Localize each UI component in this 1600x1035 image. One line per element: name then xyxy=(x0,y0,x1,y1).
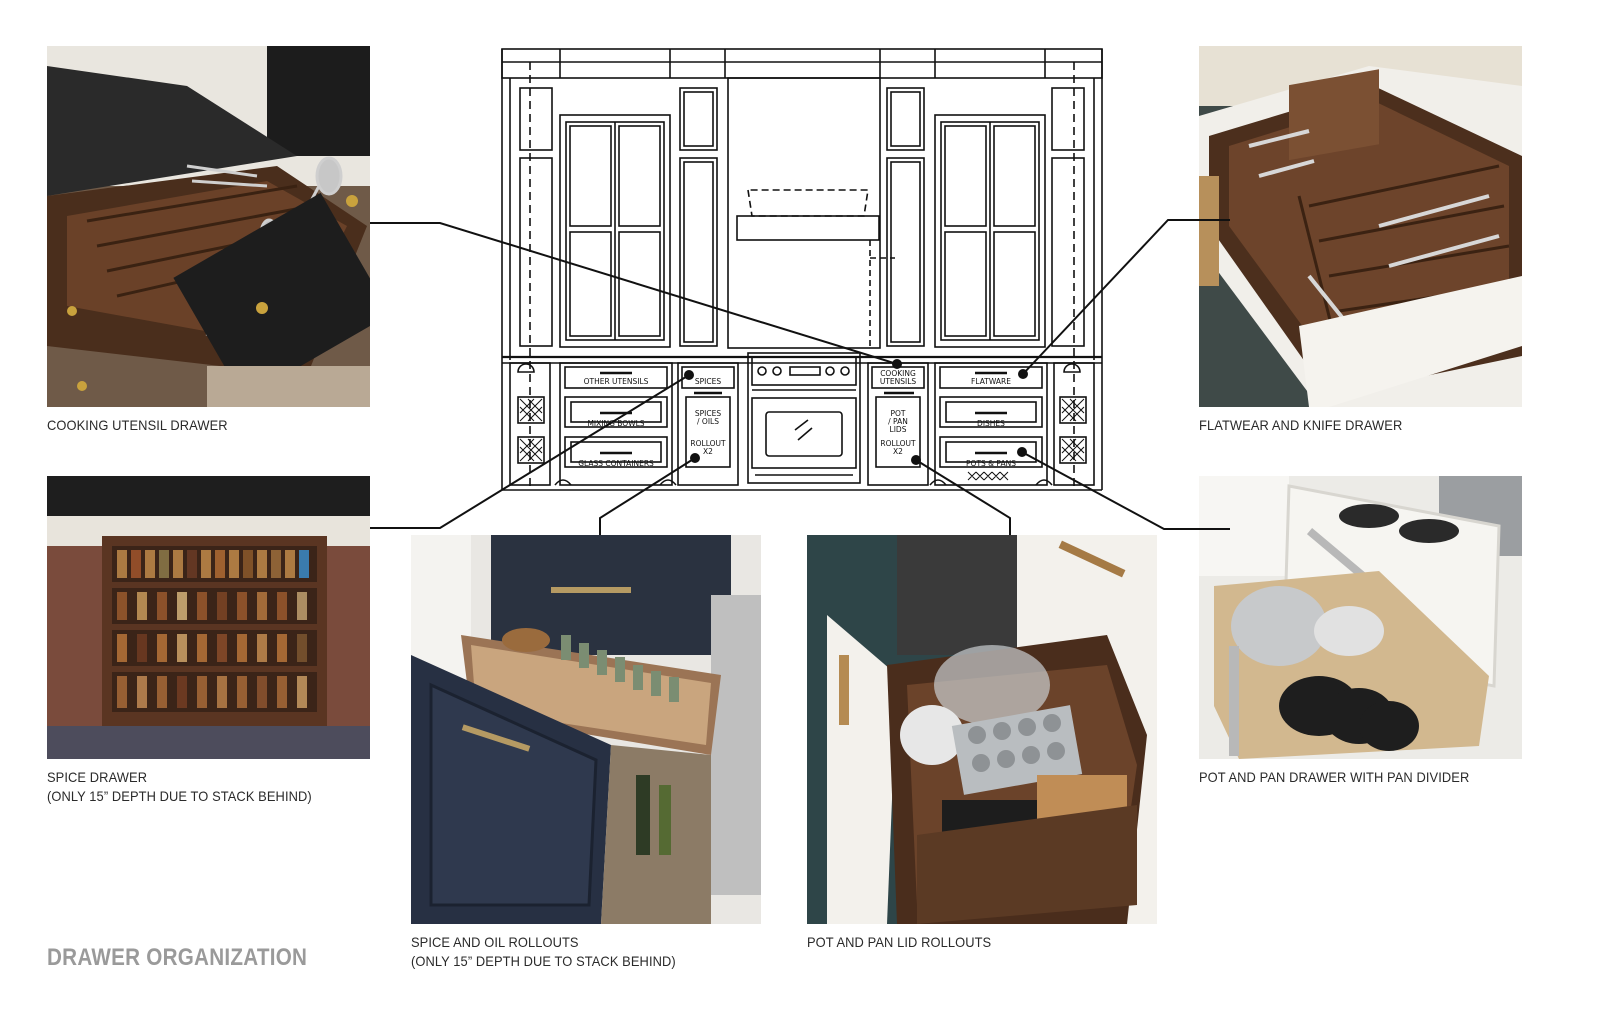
label-cooking-utensils-2: UTENSILS xyxy=(880,377,917,386)
label-pots-pans: POTS & PANS xyxy=(966,459,1016,468)
flatware-drawer-photo xyxy=(1199,46,1522,407)
label-rollout-right: ROLLOUT xyxy=(880,439,916,448)
caption-line: COOKING UTENSIL DRAWER xyxy=(47,417,228,433)
label-rollout-right-qty: X2 xyxy=(893,447,903,456)
pot-pan-drawer-photo xyxy=(1199,476,1522,759)
label-cooking-utensils-1: COOKING xyxy=(880,369,916,378)
lid-rollout-caption: POT AND PAN LID ROLLOUTS xyxy=(807,933,991,952)
label-rollout-left-qty: X2 xyxy=(703,447,713,456)
spice-drawer-caption: SPICE DRAWER (ONLY 15” DEPTH DUE TO STAC… xyxy=(47,768,312,806)
page-title: DRAWER ORGANIZATION xyxy=(47,944,308,971)
flatware-caption: FLATWEAR AND KNIFE DRAWER xyxy=(1199,416,1402,435)
label-mixing-bowls: MIXING BOWLS xyxy=(587,419,644,428)
label-spices-oils-2: / OILS xyxy=(697,417,719,426)
label-spices-oils-1: SPICES xyxy=(695,409,721,418)
cooking-utensil-caption: COOKING UTENSIL DRAWER xyxy=(47,416,228,435)
spice-oil-rollout-photo xyxy=(411,535,761,924)
label-flatware: FLATWARE xyxy=(971,377,1011,386)
label-pot-2: / PAN xyxy=(888,417,908,426)
label-rollout-left: ROLLOUT xyxy=(690,439,726,448)
caption-line: SPICE DRAWER xyxy=(47,769,148,785)
caption-line: SPICE AND OIL ROLLOUTS xyxy=(411,934,579,950)
label-dishes: DISHES xyxy=(977,419,1005,428)
label-other-utensils: OTHER UTENSILS xyxy=(584,377,649,386)
caption-line: (ONLY 15” DEPTH DUE TO STACK BEHIND) xyxy=(411,953,676,969)
caption-line: POT AND PAN LID ROLLOUTS xyxy=(807,934,992,950)
label-pot-1: POT xyxy=(890,409,905,418)
caption-line: FLATWEAR AND KNIFE DRAWER xyxy=(1199,417,1403,433)
cooking-utensil-drawer-photo xyxy=(47,46,370,407)
caption-line: (ONLY 15” DEPTH DUE TO STACK BEHIND) xyxy=(47,788,312,804)
label-glass-containers: GLASS CONTAINERS xyxy=(578,459,654,468)
spice-oil-caption: SPICE AND OIL ROLLOUTS (ONLY 15” DEPTH D… xyxy=(411,933,676,971)
lid-rollout-photo xyxy=(807,535,1157,924)
label-pot-3: LIDS xyxy=(890,425,907,434)
label-spices: SPICES xyxy=(695,377,721,386)
spice-drawer-photo xyxy=(47,476,370,759)
caption-line: POT AND PAN DRAWER WITH PAN DIVIDER xyxy=(1199,769,1470,785)
pot-pan-caption: POT AND PAN DRAWER WITH PAN DIVIDER xyxy=(1199,768,1469,787)
